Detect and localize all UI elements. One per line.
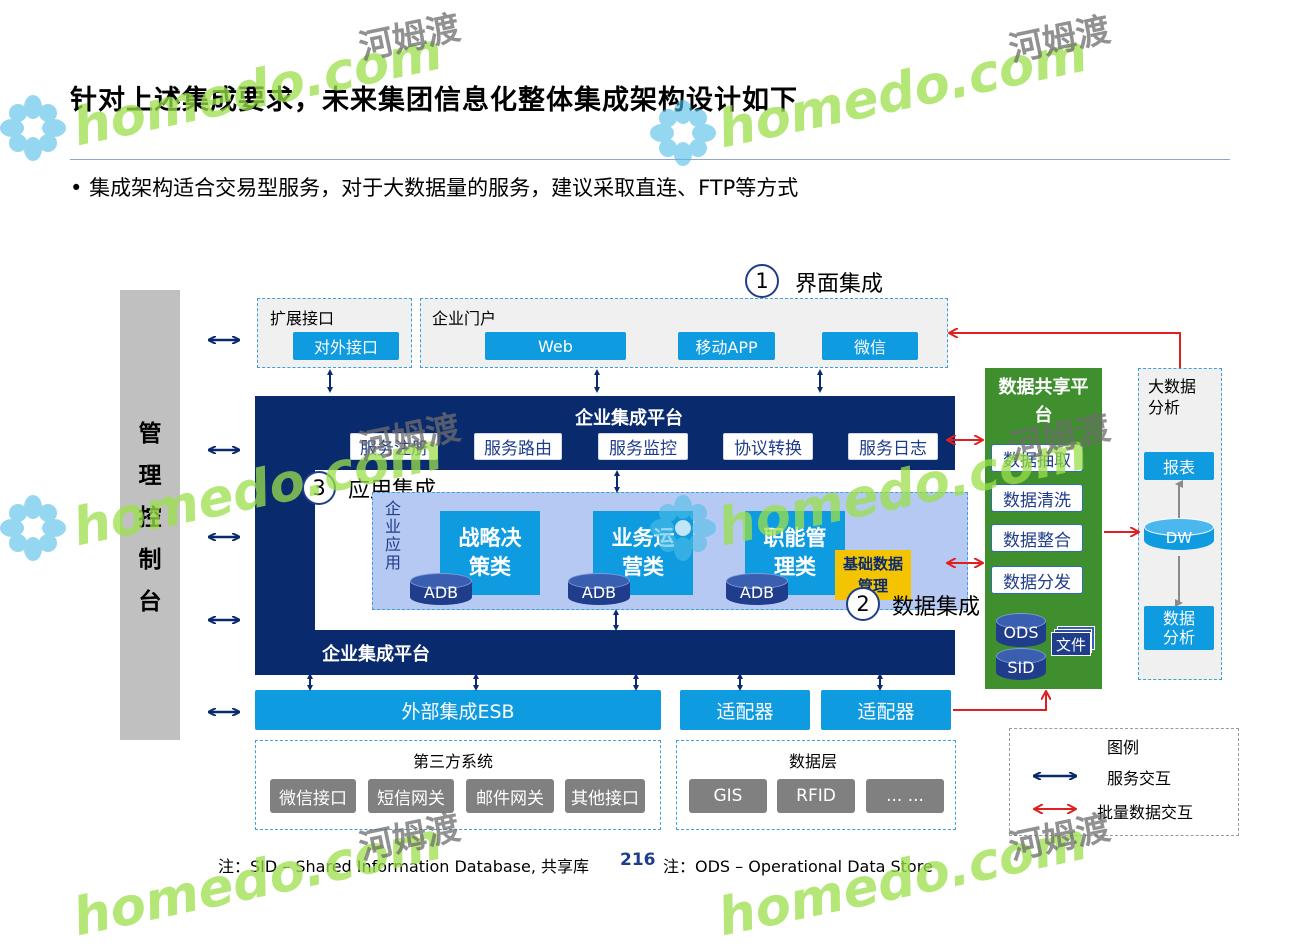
ui-integration-label: 界面集成 [795,272,884,297]
page-number: 216 [620,850,656,870]
adb-label: ADB [739,583,775,602]
enterprise-portal-title: 企业门户 [432,309,497,328]
eip-title-bottom: 企业集成平台 [322,644,430,665]
bigdata-title: 大数据分析 [1148,377,1197,417]
service-routing-button[interactable]: 服务路由 [474,433,562,460]
eip-title-top: 企业集成平台 [575,408,683,429]
extension-interface-title: 扩展接口 [270,309,335,328]
dw-label: DW [1165,529,1193,547]
vertical-service-arrows [307,369,883,691]
apps-label-char: 用 [384,553,401,572]
more-data-button[interactable]: ... ... [866,779,944,813]
data-cleansing-button[interactable]: 数据清洗 [991,484,1083,512]
files-label: 文件 [1051,632,1091,656]
adb-label: ADB [423,583,459,602]
data-layer-box [676,740,956,830]
connector-layer [0,0,1183,900]
mgmt-char: 制 [138,547,162,573]
apps-label-char: 应 [384,535,401,554]
data-integration-number: 2 [846,587,880,621]
portal-mobile-app-button[interactable]: 移动APP [678,332,775,360]
portal-web-button[interactable]: Web [485,332,626,360]
gis-button[interactable]: GIS [689,779,767,813]
external-interface-button[interactable]: 对外接口 [293,332,399,360]
enterprise-apps-label: 企 业 应 用 [382,500,404,572]
adb-label: ADB [581,583,617,602]
external-esb-button[interactable]: 外部集成ESB [255,690,661,730]
mgmt-char: 理 [138,463,162,489]
ods-database-icon: ODS [996,613,1046,647]
data-distribution-button[interactable]: 数据分发 [991,566,1083,594]
note-sid: 注：SID – Shared Information Database, 共享库 [218,857,590,876]
data-layer-title: 数据层 [789,752,838,771]
dw-database-icon: DW [1144,518,1214,556]
data-consolidation-button[interactable]: 数据整合 [991,524,1083,552]
legend-box [1009,728,1239,836]
adapter-button-1[interactable]: 适配器 [680,690,810,730]
adb-database-icon: ADB [410,573,472,605]
data-extraction-button[interactable]: 数据抽取 [991,444,1083,472]
third-party-box [255,740,661,830]
mail-gateway-button[interactable]: 邮件网关 [466,779,554,813]
legend-service-label: 服务交互 [1107,769,1172,788]
ui-integration-number: 1 [745,264,779,298]
apps-label-char: 业 [384,517,401,536]
data-sharing-title: 数据共享平台 [998,377,1089,426]
apps-label-char: 企 [384,499,401,518]
data-analysis-button[interactable]: 数据分析 [1144,606,1214,650]
service-monitoring-button[interactable]: 服务监控 [598,433,688,460]
management-console: 管 理 控 制 台 [120,290,180,740]
files-icon: 文件 [1051,626,1095,656]
adapter-button-2[interactable]: 适配器 [821,690,951,730]
service-log-button[interactable]: 服务日志 [848,433,938,460]
bullet-mark: • [70,176,83,200]
service-registry-button[interactable]: 服务注册 [350,433,438,460]
sid-database-icon: SID [996,648,1046,680]
ods-label: ODS [1003,623,1039,642]
third-party-title: 第三方系统 [413,752,494,771]
data-integration-label: 数据集成 [892,595,981,620]
eip-frame-bottom [255,630,955,675]
mgmt-char: 管 [138,421,162,447]
sid-label: SID [1007,658,1035,677]
mgmt-char: 控 [138,505,162,531]
mgmt-service-arrows [210,340,238,712]
adb-database-icon: ADB [726,573,788,605]
other-interface-button[interactable]: 其他接口 [565,779,645,813]
bullet-text: 集成架构适合交易型服务，对于大数据量的服务，建议采取直连、FTP等方式 [89,176,799,200]
protocol-conversion-button[interactable]: 协议转换 [723,433,813,460]
mgmt-char: 台 [138,589,162,615]
legend-title: 图例 [1107,738,1140,757]
legend-batch-label: 批量数据交互 [1097,803,1194,822]
sms-gateway-button[interactable]: 短信网关 [368,779,454,813]
strategic-decision-block[interactable]: 战略决策类 [440,511,540,595]
portal-wechat-button[interactable]: 微信 [822,332,918,360]
rfid-button[interactable]: RFID [777,779,855,813]
bullet-point: • 集成架构适合交易型服务，对于大数据量的服务，建议采取直连、FTP等方式 [70,172,798,202]
wechat-interface-button[interactable]: 微信接口 [270,779,356,813]
batch-data-arrows [948,333,1181,711]
note-ods: 注：ODS – Operational Data Store [663,857,933,876]
adb-database-icon: ADB [568,573,630,605]
title-rule [70,159,1230,160]
report-button[interactable]: 报表 [1144,452,1214,480]
app-integration-number: 3 [302,471,336,505]
